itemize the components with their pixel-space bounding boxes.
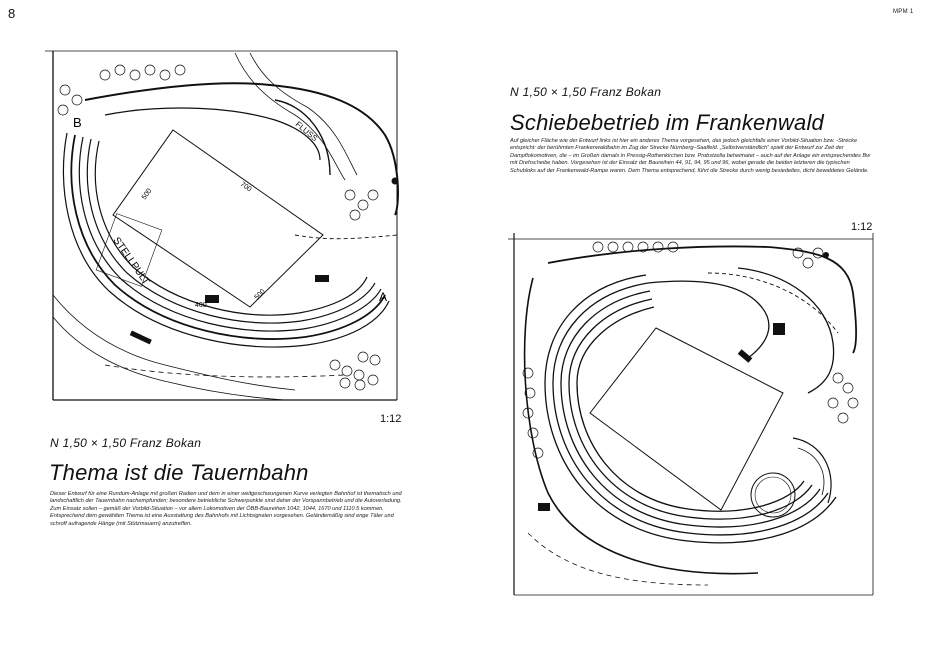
- right-spec-line: N 1,50 × 1,50 Franz Bokan: [510, 85, 662, 99]
- right-scale: 1:12: [851, 221, 873, 233]
- right-article-text: Auf gleicher Fläche wie der Entwurf link…: [510, 138, 871, 174]
- right-track-plan: [508, 233, 874, 596]
- left-article-text: Dieser Entwurf für eine Rundum-Anlage mi…: [50, 491, 402, 527]
- right-article-title: Schiebebetrieb im Frankenwald: [510, 110, 824, 135]
- page-number-left: 8: [8, 6, 16, 21]
- left-spec-line: N 1,50 × 1,50 Franz Bokan: [50, 436, 202, 450]
- plan-label-fluss: FLUSS: [294, 120, 320, 143]
- plan-dimension-2: 700: [239, 181, 253, 193]
- left-track-plan: B A FLUSS STELLPULT 500 700 400 500: [45, 50, 399, 401]
- plan-label-b: B: [73, 115, 82, 130]
- plan-dimension-4: 500: [253, 288, 266, 301]
- plan-dimension-1: 500: [141, 187, 153, 201]
- page-header-right: MPM 1: [893, 9, 914, 15]
- plan-dimension-3: 400: [195, 302, 207, 309]
- left-article-title: Thema ist die Tauernbahn: [49, 460, 309, 485]
- left-scale: 1:12: [380, 413, 402, 425]
- plan-label-a: A: [379, 290, 387, 304]
